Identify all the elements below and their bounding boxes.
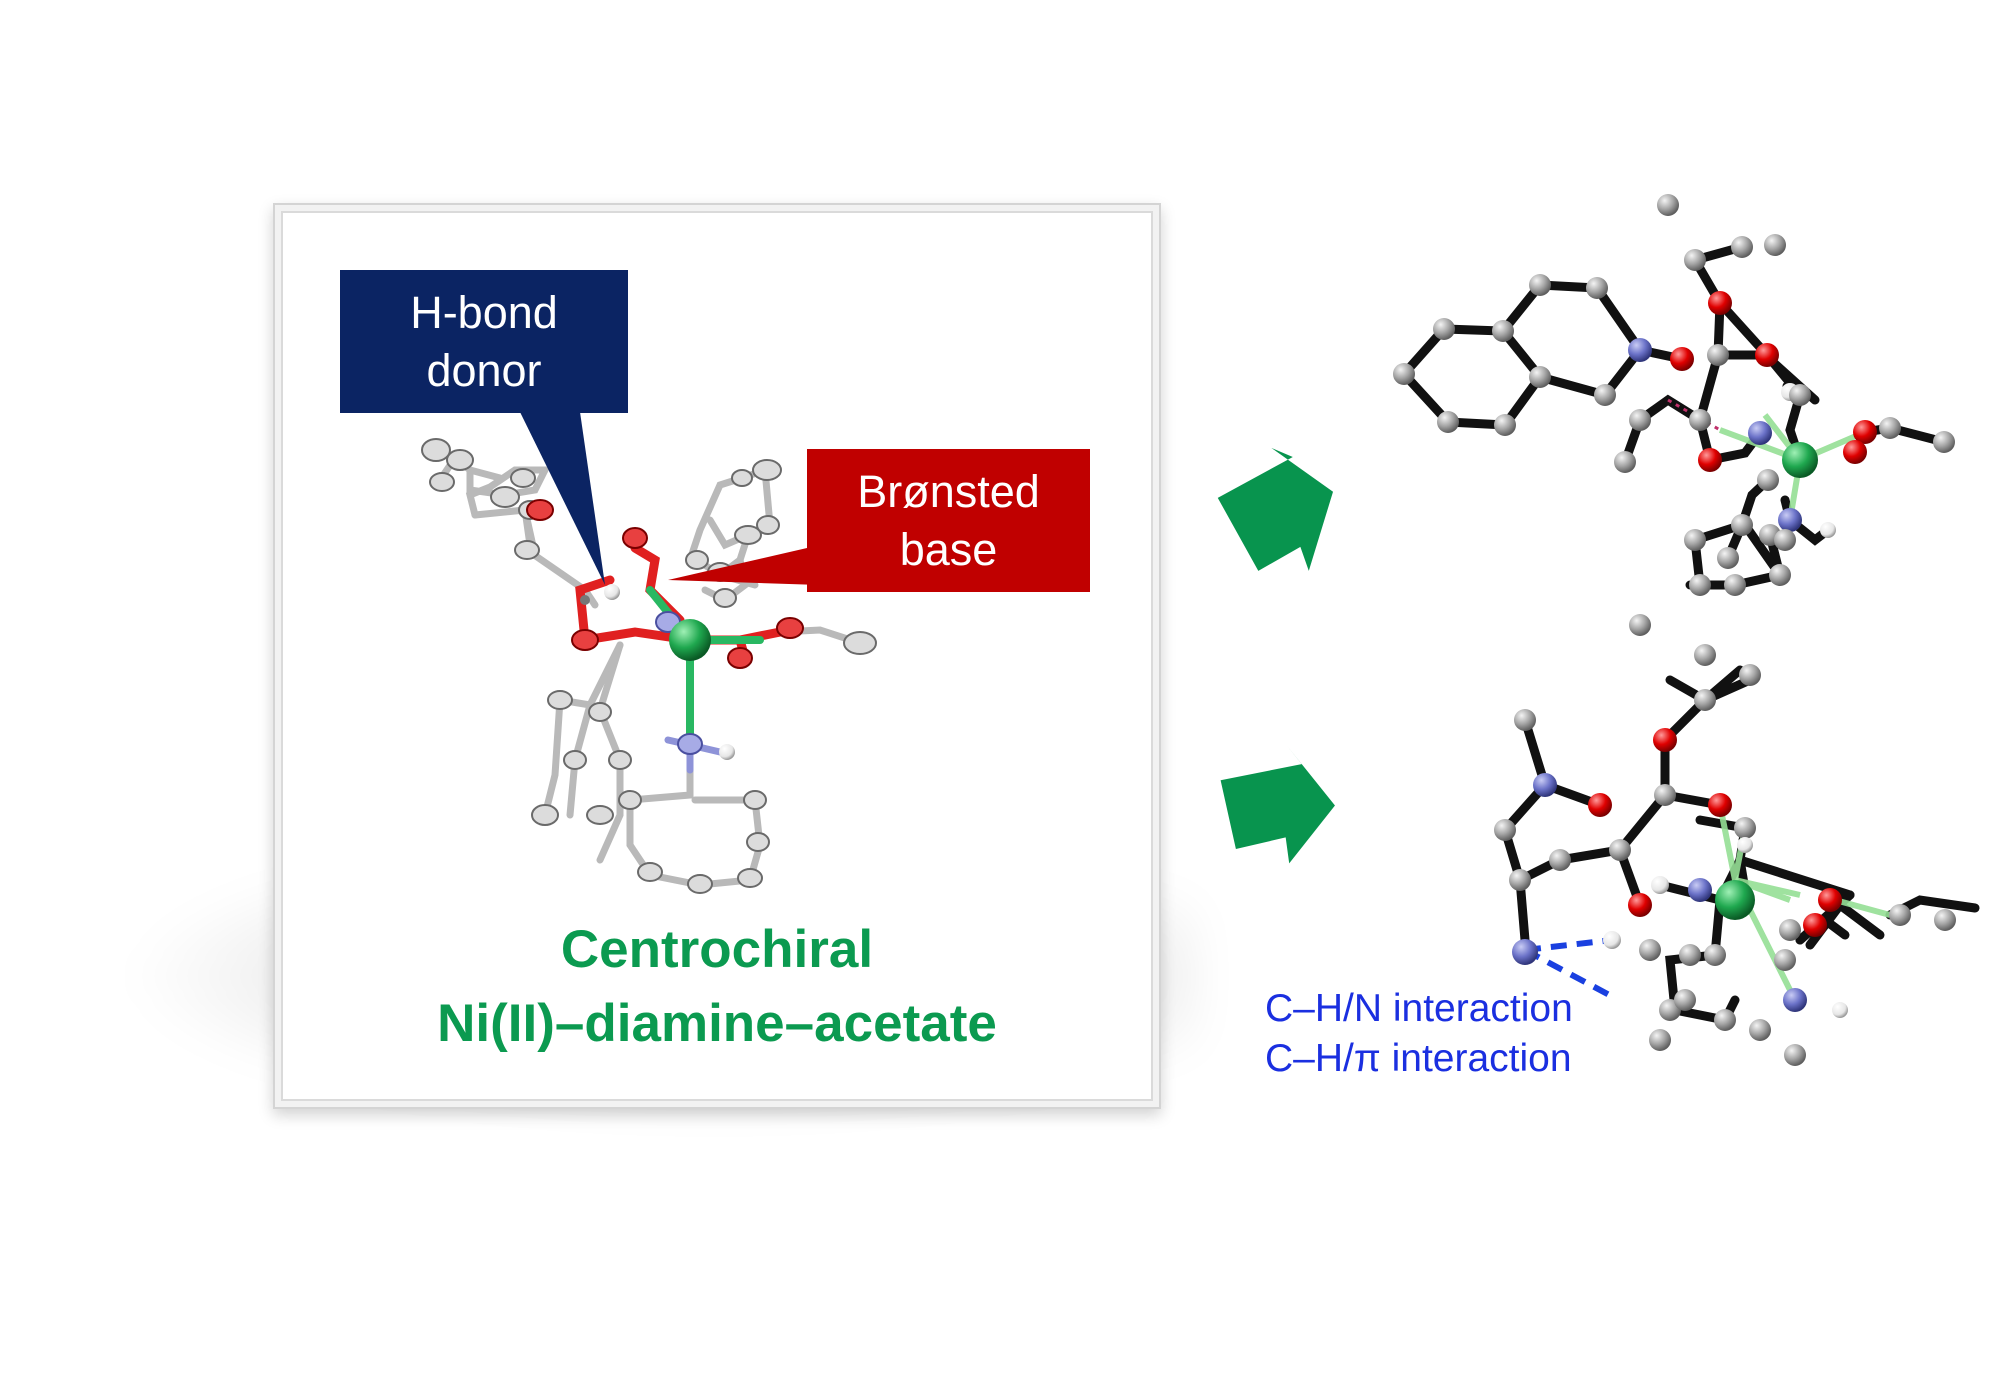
- hbond-donor-line2: donor: [426, 344, 542, 396]
- base-pointer: [668, 545, 820, 585]
- hbond-donor-line1: H-bond: [410, 286, 558, 338]
- ball-stick-model-top: [1393, 194, 1955, 596]
- arrow-right-icon: [1217, 447, 1334, 571]
- bronsted-base-callout: Brønsted base: [807, 449, 1090, 592]
- bronsted-base-line2: base: [899, 523, 998, 575]
- ch-n-interaction-label: C–H/N interaction: [1265, 987, 1573, 1030]
- arrow-right-icon: [1220, 746, 1335, 864]
- caption-title: Centrochiral: [560, 920, 874, 979]
- donor-pointer: [520, 412, 605, 585]
- ch-pi-interaction-label: C–H/π interaction: [1265, 1037, 1572, 1080]
- caption-subtitle: Ni(II)–diamine–acetate: [437, 994, 997, 1053]
- hbond-donor-callout: H-bond donor: [340, 270, 628, 413]
- ball-stick-model-bottom: [1494, 614, 1980, 1066]
- bronsted-base-line1: Brønsted: [857, 465, 1040, 517]
